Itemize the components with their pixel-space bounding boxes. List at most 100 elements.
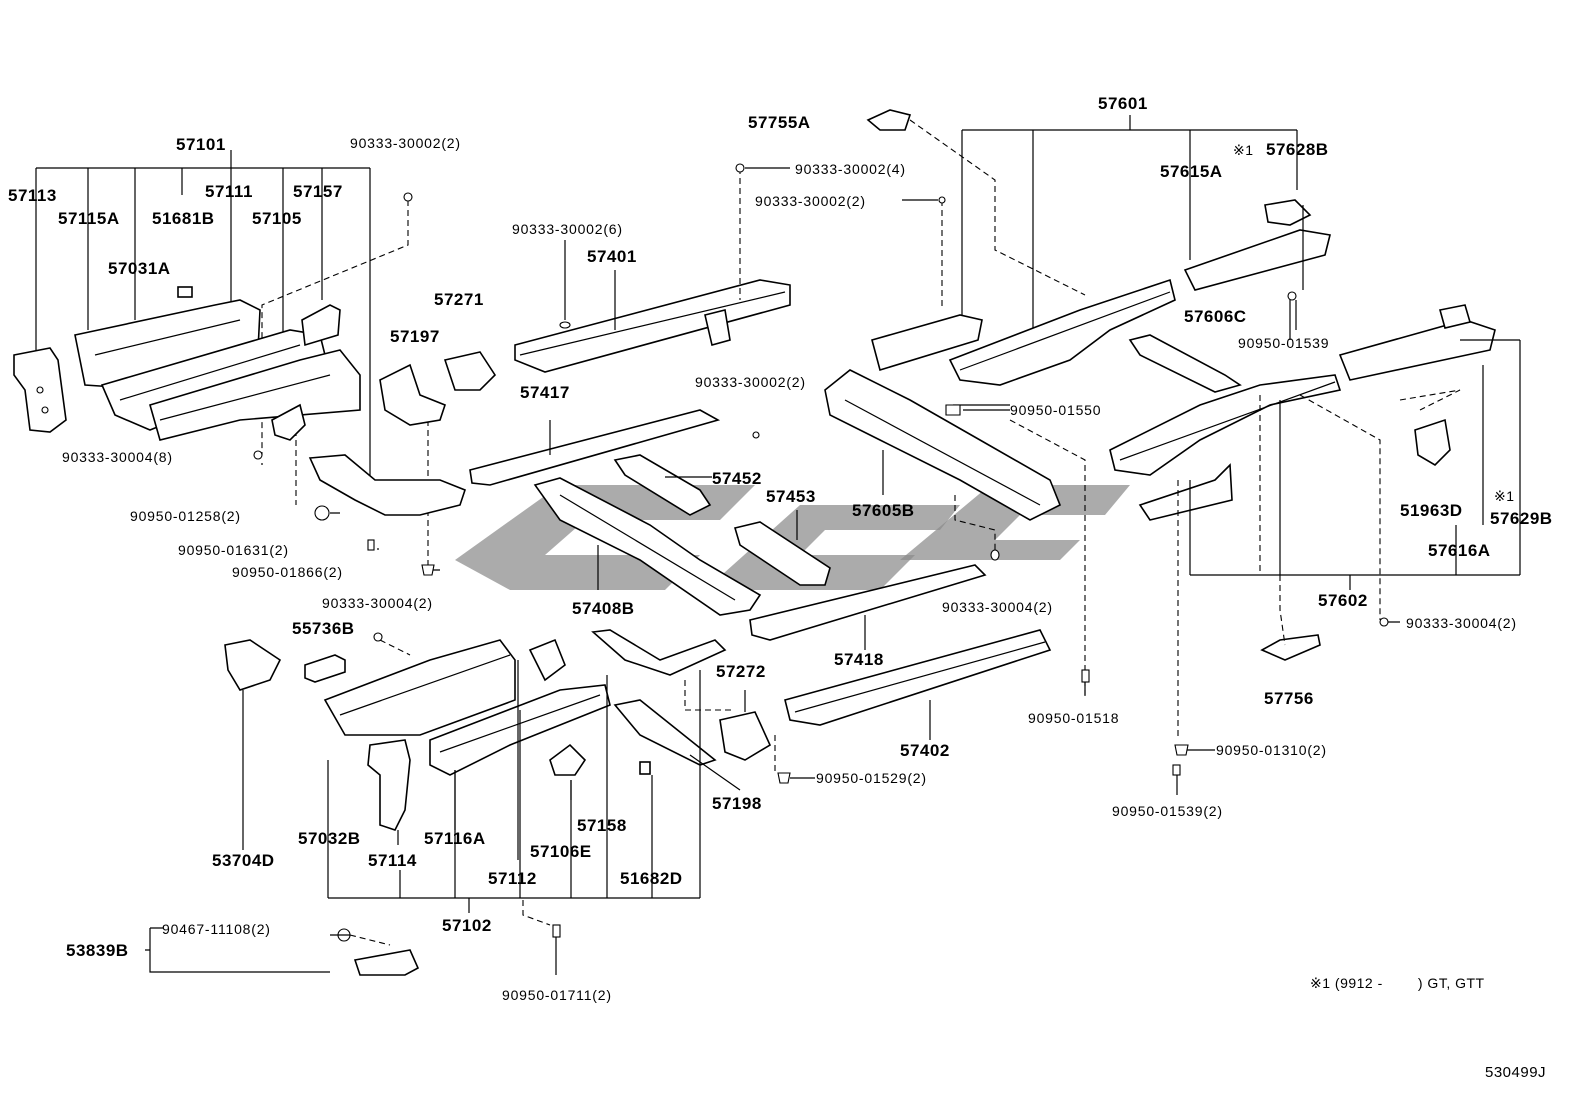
label-57606C: 57606C: [1184, 307, 1247, 326]
part-57105: [271, 403, 306, 441]
label-90950-01866: 90950-01866(2): [232, 564, 343, 580]
label-57401: 57401: [587, 247, 637, 266]
part-57453: [733, 521, 831, 586]
part-55736B: [304, 654, 346, 683]
group-57602-lines: [953, 205, 1521, 740]
part-53839B: [349, 934, 420, 976]
label-53704D: 53704D: [212, 851, 275, 870]
group-57601-lines: [909, 115, 1298, 335]
label-90950-01518: 90950-01518: [1028, 710, 1120, 726]
part-57605B: [824, 369, 1062, 521]
label-90950-01631: 90950-01631(2): [178, 542, 289, 558]
label-mark-1b: ※1: [1494, 488, 1515, 504]
label-57756: 57756: [1264, 689, 1314, 708]
label-57115A: 57115A: [58, 209, 120, 228]
label-90950-01539b: 90950-01539(2): [1112, 803, 1223, 819]
label-90333-30004-2b: 90333-30004(2): [942, 599, 1053, 615]
label-90467-11108: 90467-11108(2): [162, 921, 271, 937]
label-90950-01539a: 90950-01539: [1238, 335, 1330, 351]
part-51682D: [639, 761, 651, 775]
label-90333-30004-2a: 90333-30004(2): [322, 595, 433, 611]
label-57101: 57101: [176, 135, 226, 154]
part-57197: [379, 363, 446, 426]
label-90333-30002-2b: 90333-30002(2): [755, 193, 866, 209]
part-57606C: [1128, 334, 1242, 393]
label-57629B: 57629B: [1490, 509, 1553, 528]
label-57601: 57601: [1098, 94, 1148, 113]
part-57101-front-frame: [74, 299, 361, 441]
footnote: ※1 (9912 - ) GT, GTT: [1310, 975, 1485, 991]
label-57111: 57111: [205, 182, 253, 201]
diagram-code: 530499J: [1485, 1064, 1547, 1081]
label-57402: 57402: [900, 741, 950, 760]
part-57418: [749, 564, 987, 641]
label-57616A: 57616A: [1428, 541, 1491, 560]
label-53839B: 53839B: [66, 941, 129, 960]
part-51963D: [1414, 418, 1451, 467]
label-57615A: 57615A: [1160, 162, 1223, 181]
label-57112: 57112: [488, 869, 537, 888]
label-57197: 57197: [390, 327, 440, 346]
part-57602-frame-right: [1109, 374, 1342, 521]
part-57401: [514, 279, 791, 373]
fastener-leaders: [261, 300, 1400, 975]
part-57755A: [866, 109, 912, 131]
label-57158: 57158: [577, 816, 627, 835]
label-90950-01529: 90950-01529(2): [816, 770, 927, 786]
label-57114: 57114: [368, 851, 417, 870]
label-51682D: 51682D: [620, 869, 683, 888]
label-57605B: 57605B: [852, 501, 915, 520]
center-leader-lines: [549, 167, 943, 590]
label-57113: 57113: [8, 186, 57, 205]
label-90950-01711: 90950-01711(2): [502, 987, 612, 1003]
part-57615A: [1183, 199, 1331, 291]
part-57198: [613, 699, 717, 766]
label-90950-01258: 90950-01258(2): [130, 508, 241, 524]
label-90333-30002-4: 90333-30002(4): [795, 161, 906, 177]
part-57452: [613, 454, 712, 516]
label-57105: 57105: [252, 209, 302, 228]
label-90333-30002-2a: 90333-30002(2): [350, 135, 461, 151]
label-mark-1a: ※1: [1233, 142, 1254, 158]
part-51681B: [177, 286, 193, 298]
part-57113: [13, 347, 67, 433]
label-90950-01550: 90950-01550: [1010, 402, 1102, 418]
label-90333-30004-8: 90333-30004(8): [62, 449, 173, 465]
label-57408B: 57408B: [572, 599, 635, 618]
label-90333-30002-6: 90333-30002(6): [512, 221, 623, 237]
part-57756: [1260, 634, 1321, 661]
part-57601-frame-left: [871, 278, 1176, 386]
label-57198: 57198: [712, 794, 762, 813]
label-57032B: 57032B: [298, 829, 361, 848]
part-57032B: [367, 739, 411, 831]
part-bracket-57113b: [308, 454, 466, 516]
part-57157: [301, 304, 341, 347]
label-57453: 57453: [766, 487, 816, 506]
label-57272: 57272: [716, 662, 766, 681]
label-90333-30002-2c: 90333-30002(2): [695, 374, 806, 390]
label-57628B: 57628B: [1266, 140, 1329, 159]
label-57116A: 57116A: [424, 829, 486, 848]
part-53704D: [224, 639, 282, 691]
group-57101-lines: [35, 150, 429, 565]
part-57271: [443, 351, 497, 391]
part-57158: [549, 743, 587, 776]
part-57402: [784, 629, 1052, 726]
label-57418: 57418: [834, 650, 884, 669]
label-57417: 57417: [520, 383, 570, 402]
label-90333-30004-2c: 90333-30004(2): [1406, 615, 1517, 631]
part-57272: [719, 711, 772, 761]
label-57157: 57157: [293, 182, 343, 201]
label-57106E: 57106E: [530, 842, 592, 861]
part-57408B: [533, 477, 762, 616]
label-57452: 57452: [712, 469, 762, 488]
part-57417: [469, 409, 721, 486]
part-57616A: [1338, 304, 1496, 381]
label-57602: 57602: [1318, 591, 1368, 610]
group-57102-lines: [145, 639, 701, 973]
label-51681B: 51681B: [152, 209, 215, 228]
label-57031A: 57031A: [108, 259, 171, 278]
label-57102: 57102: [442, 916, 492, 935]
